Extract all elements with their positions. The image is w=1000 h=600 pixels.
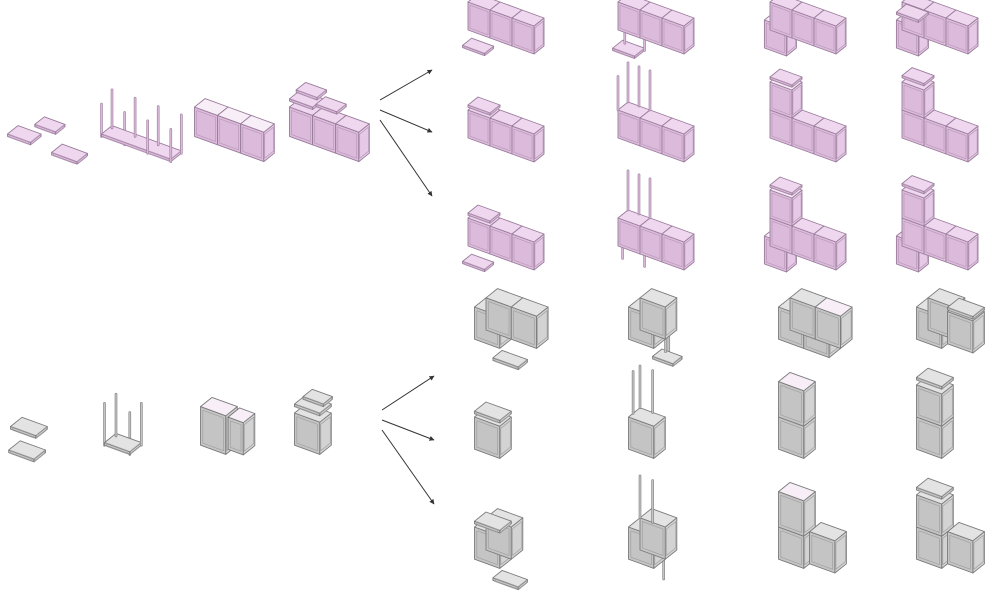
grey-branch-arrow bbox=[381, 429, 435, 505]
pink-variant-posts-on-end bbox=[616, 61, 695, 163]
grey-step-open-cube bbox=[200, 396, 256, 456]
grey-variant-lid-pair bbox=[916, 288, 985, 354]
grey-variant-posts-top-side bbox=[628, 474, 678, 581]
pink-step-floor-panels bbox=[7, 116, 88, 165]
pink-variant-lid-on-end bbox=[467, 96, 545, 163]
grey-assembly-group bbox=[8, 288, 985, 591]
pink-assembly-group bbox=[7, 0, 979, 273]
grey-variant-tall-stack-plus bbox=[778, 481, 847, 574]
pink-variant-drawer-and-lid bbox=[462, 204, 545, 273]
pink-variant-stacked-lid bbox=[901, 67, 979, 163]
grey-step-floor-panels bbox=[8, 416, 48, 463]
pink-branch-arrow bbox=[379, 109, 433, 133]
pink-variant-stacked-plus-front bbox=[763, 176, 847, 273]
pink-variant-lid-box-front bbox=[895, 0, 979, 57]
grey-variant-tall-stack bbox=[778, 371, 816, 459]
pink-variant-open-box-front bbox=[763, 0, 847, 57]
pink-variant-stacked-open bbox=[769, 68, 847, 163]
grey-variant-drawer-and-lid bbox=[474, 508, 528, 591]
pink-variant-drawer-posts bbox=[612, 0, 695, 59]
pink-step-posts bbox=[100, 88, 183, 163]
pink-variant-drawer-out-front bbox=[462, 0, 545, 57]
pink-variant-lid-both bbox=[895, 175, 979, 273]
pink-step-row-with-lids bbox=[289, 81, 370, 163]
grey-variant-posts-top bbox=[628, 364, 666, 459]
grey-variant-lid-single bbox=[474, 401, 512, 459]
pink-variant-posts-both bbox=[617, 169, 695, 271]
pink-branch-arrow bbox=[379, 119, 433, 197]
grey-variant-tall-stack-lid bbox=[916, 367, 954, 459]
grey-variant-drawer-out bbox=[474, 288, 549, 371]
pink-step-row-of-three bbox=[194, 98, 275, 163]
pink-branch-arrow bbox=[379, 69, 433, 101]
grey-step-cube-with-lids bbox=[294, 388, 333, 455]
grey-branch-arrow bbox=[381, 375, 435, 411]
grey-variant-open-top-pair bbox=[778, 288, 853, 359]
grey-branch-arrow bbox=[381, 419, 435, 441]
grey-step-posts bbox=[103, 392, 143, 456]
grey-variant-posts-side bbox=[628, 288, 683, 367]
grey-variant-tall-stack-lid-plus bbox=[916, 477, 985, 574]
